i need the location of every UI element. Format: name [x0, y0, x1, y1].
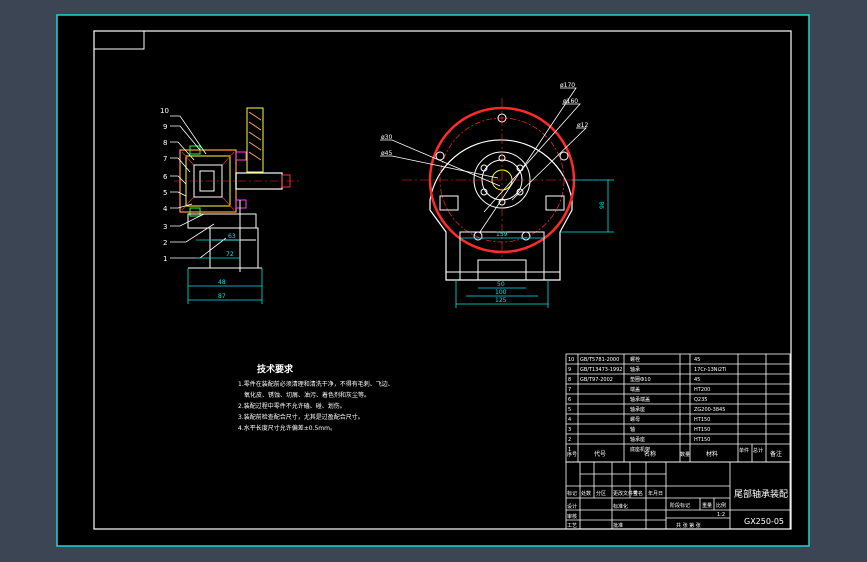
front-view: [380, 87, 614, 308]
bom-cell-no: 1: [568, 447, 571, 453]
row-label: 签名: [633, 490, 643, 497]
bom-cell-material: HT150: [694, 437, 710, 443]
bom-cell-no: 10: [568, 357, 574, 363]
process-label: 工艺: [567, 523, 577, 529]
balloon-label: 1: [163, 255, 167, 263]
drawing-sheet: [56, 14, 810, 547]
balloon-label: 9: [163, 123, 167, 131]
tech-req-title: 技术要求: [257, 363, 294, 375]
dim-label: 87: [218, 293, 226, 300]
row-label: 标记: [567, 490, 577, 497]
tech-req-line: 2.装配过程中零件不允许磕、碰、划伤。: [238, 402, 346, 410]
bom-header-qty: 数量: [680, 451, 690, 458]
approve-label: 批准: [613, 522, 623, 529]
bom-cell-name: 螺栓: [630, 356, 640, 363]
bom-cell-material: HT200: [694, 387, 710, 393]
bom-header-no: 序号: [567, 451, 577, 458]
bom-cell-name: 轴: [630, 426, 635, 433]
row-label: 更改文件号: [613, 490, 638, 497]
dim-label: 98: [599, 201, 606, 209]
row-label: 处数: [581, 490, 591, 497]
checker-label: 审核: [567, 513, 577, 520]
bom-header-code: 代号: [594, 450, 606, 458]
title-block: [565, 461, 791, 530]
bom-cell-name: 轴承座: [630, 406, 645, 413]
scale-value: 1:2: [717, 512, 725, 518]
bom-cell-name: 螺母: [630, 416, 640, 423]
bom-header-total: 总计: [753, 447, 763, 454]
inner-border: [93, 30, 792, 530]
row-label: 年月日: [648, 490, 663, 497]
bom-cell-material: 45: [694, 357, 700, 363]
bom-cell-no: 4: [568, 417, 571, 423]
bom-cell-no: 8: [568, 377, 571, 383]
tech-req-line: 氧化皮、锈蚀、切屑、油污、着色剂和灰尘等。: [244, 391, 370, 399]
bom-cell-no: 3: [568, 427, 571, 433]
bom-cell-name: 底座机架: [630, 446, 650, 453]
sheet-label: 共 张 第 张: [676, 522, 701, 529]
dim-label: 50: [497, 281, 505, 288]
bom-cell-code: GB/T13473-1992: [580, 367, 622, 373]
bom-cell-material: Q235: [694, 397, 707, 403]
dim-label: 125: [495, 297, 507, 304]
side-view: [170, 107, 300, 304]
bom-cell-no: 5: [568, 407, 571, 413]
balloon-label: 3: [163, 223, 167, 231]
tech-req-line: 4.水平长度尺寸允许偏差±0.5mm。: [238, 424, 336, 432]
leader-label: ø45: [381, 150, 392, 157]
leader-label: ø12: [577, 122, 588, 129]
bom-cell-material: HT150: [694, 417, 710, 423]
stage-label: 阶段标记: [670, 502, 690, 509]
leader-label: ø160: [563, 98, 578, 105]
balloon-label: 2: [163, 239, 167, 247]
bom-cell-name: 端盖: [630, 386, 640, 393]
dim-label: 48: [218, 279, 226, 286]
bom-cell-no: 6: [568, 397, 571, 403]
ratio-label: 比例: [716, 502, 726, 509]
bom-header-weight: 单件: [739, 447, 749, 454]
leader-label: ø30: [381, 134, 392, 141]
balloon-label: 4: [163, 205, 168, 213]
bom-cell-name: 轴承: [630, 366, 640, 373]
bom-cell-no: 2: [568, 437, 571, 443]
bom-table: [565, 353, 791, 463]
bom-header-note: 备注: [770, 450, 782, 458]
dim-label: 63: [228, 233, 236, 240]
tech-req-line: 1.零件在装配前必须清理和清洗干净，不得有毛刺、飞边、: [238, 380, 394, 388]
balloon-label: 8: [163, 139, 167, 147]
leader-label: ø170: [560, 82, 575, 89]
bom-cell-material: HT150: [694, 427, 710, 433]
standardization-label: 标准化: [613, 503, 628, 510]
balloon-label: 7: [163, 155, 167, 163]
dim-label: 159: [496, 231, 508, 238]
weight-label: 重量: [702, 502, 712, 509]
balloon-label: 5: [163, 189, 167, 197]
bom-cell-name: 轴承座: [630, 436, 645, 443]
bom-cell-material: ZG200-3845: [694, 407, 725, 413]
bom-cell-name: 垫圈Ф10: [630, 376, 651, 383]
tech-req-line: 3.装配前检查配合尺寸，尤其是过盈配合尺寸。: [238, 413, 364, 421]
bom-header-name: 名称: [644, 450, 656, 458]
bom-cell-code: GB/T5781-2000: [580, 357, 619, 363]
drawing-number: GX250-05: [744, 517, 784, 526]
row-label: 分区: [596, 490, 606, 497]
reference-box: [93, 30, 145, 50]
flange-plate: [246, 107, 264, 173]
bom-header-material: 材料: [706, 450, 718, 458]
dim-label: 72: [226, 251, 234, 258]
dim-label: 100: [495, 289, 507, 296]
bom-cell-no: 9: [568, 367, 571, 373]
bom-cell-no: 7: [568, 387, 571, 393]
designer-label: 设计: [567, 503, 577, 510]
bom-cell-name: 轴承端盖: [630, 396, 650, 403]
bom-cell-code: GB/T97-2002: [580, 377, 613, 383]
balloon-label: 10: [160, 107, 169, 115]
housing-outline: [429, 139, 573, 281]
drawing-name: 尾部轴承装配: [734, 488, 788, 500]
bom-cell-material: 17Cr-13Ni2Ti: [694, 367, 726, 373]
balloon-label: 6: [163, 173, 168, 181]
bom-cell-material: 45: [694, 377, 700, 383]
